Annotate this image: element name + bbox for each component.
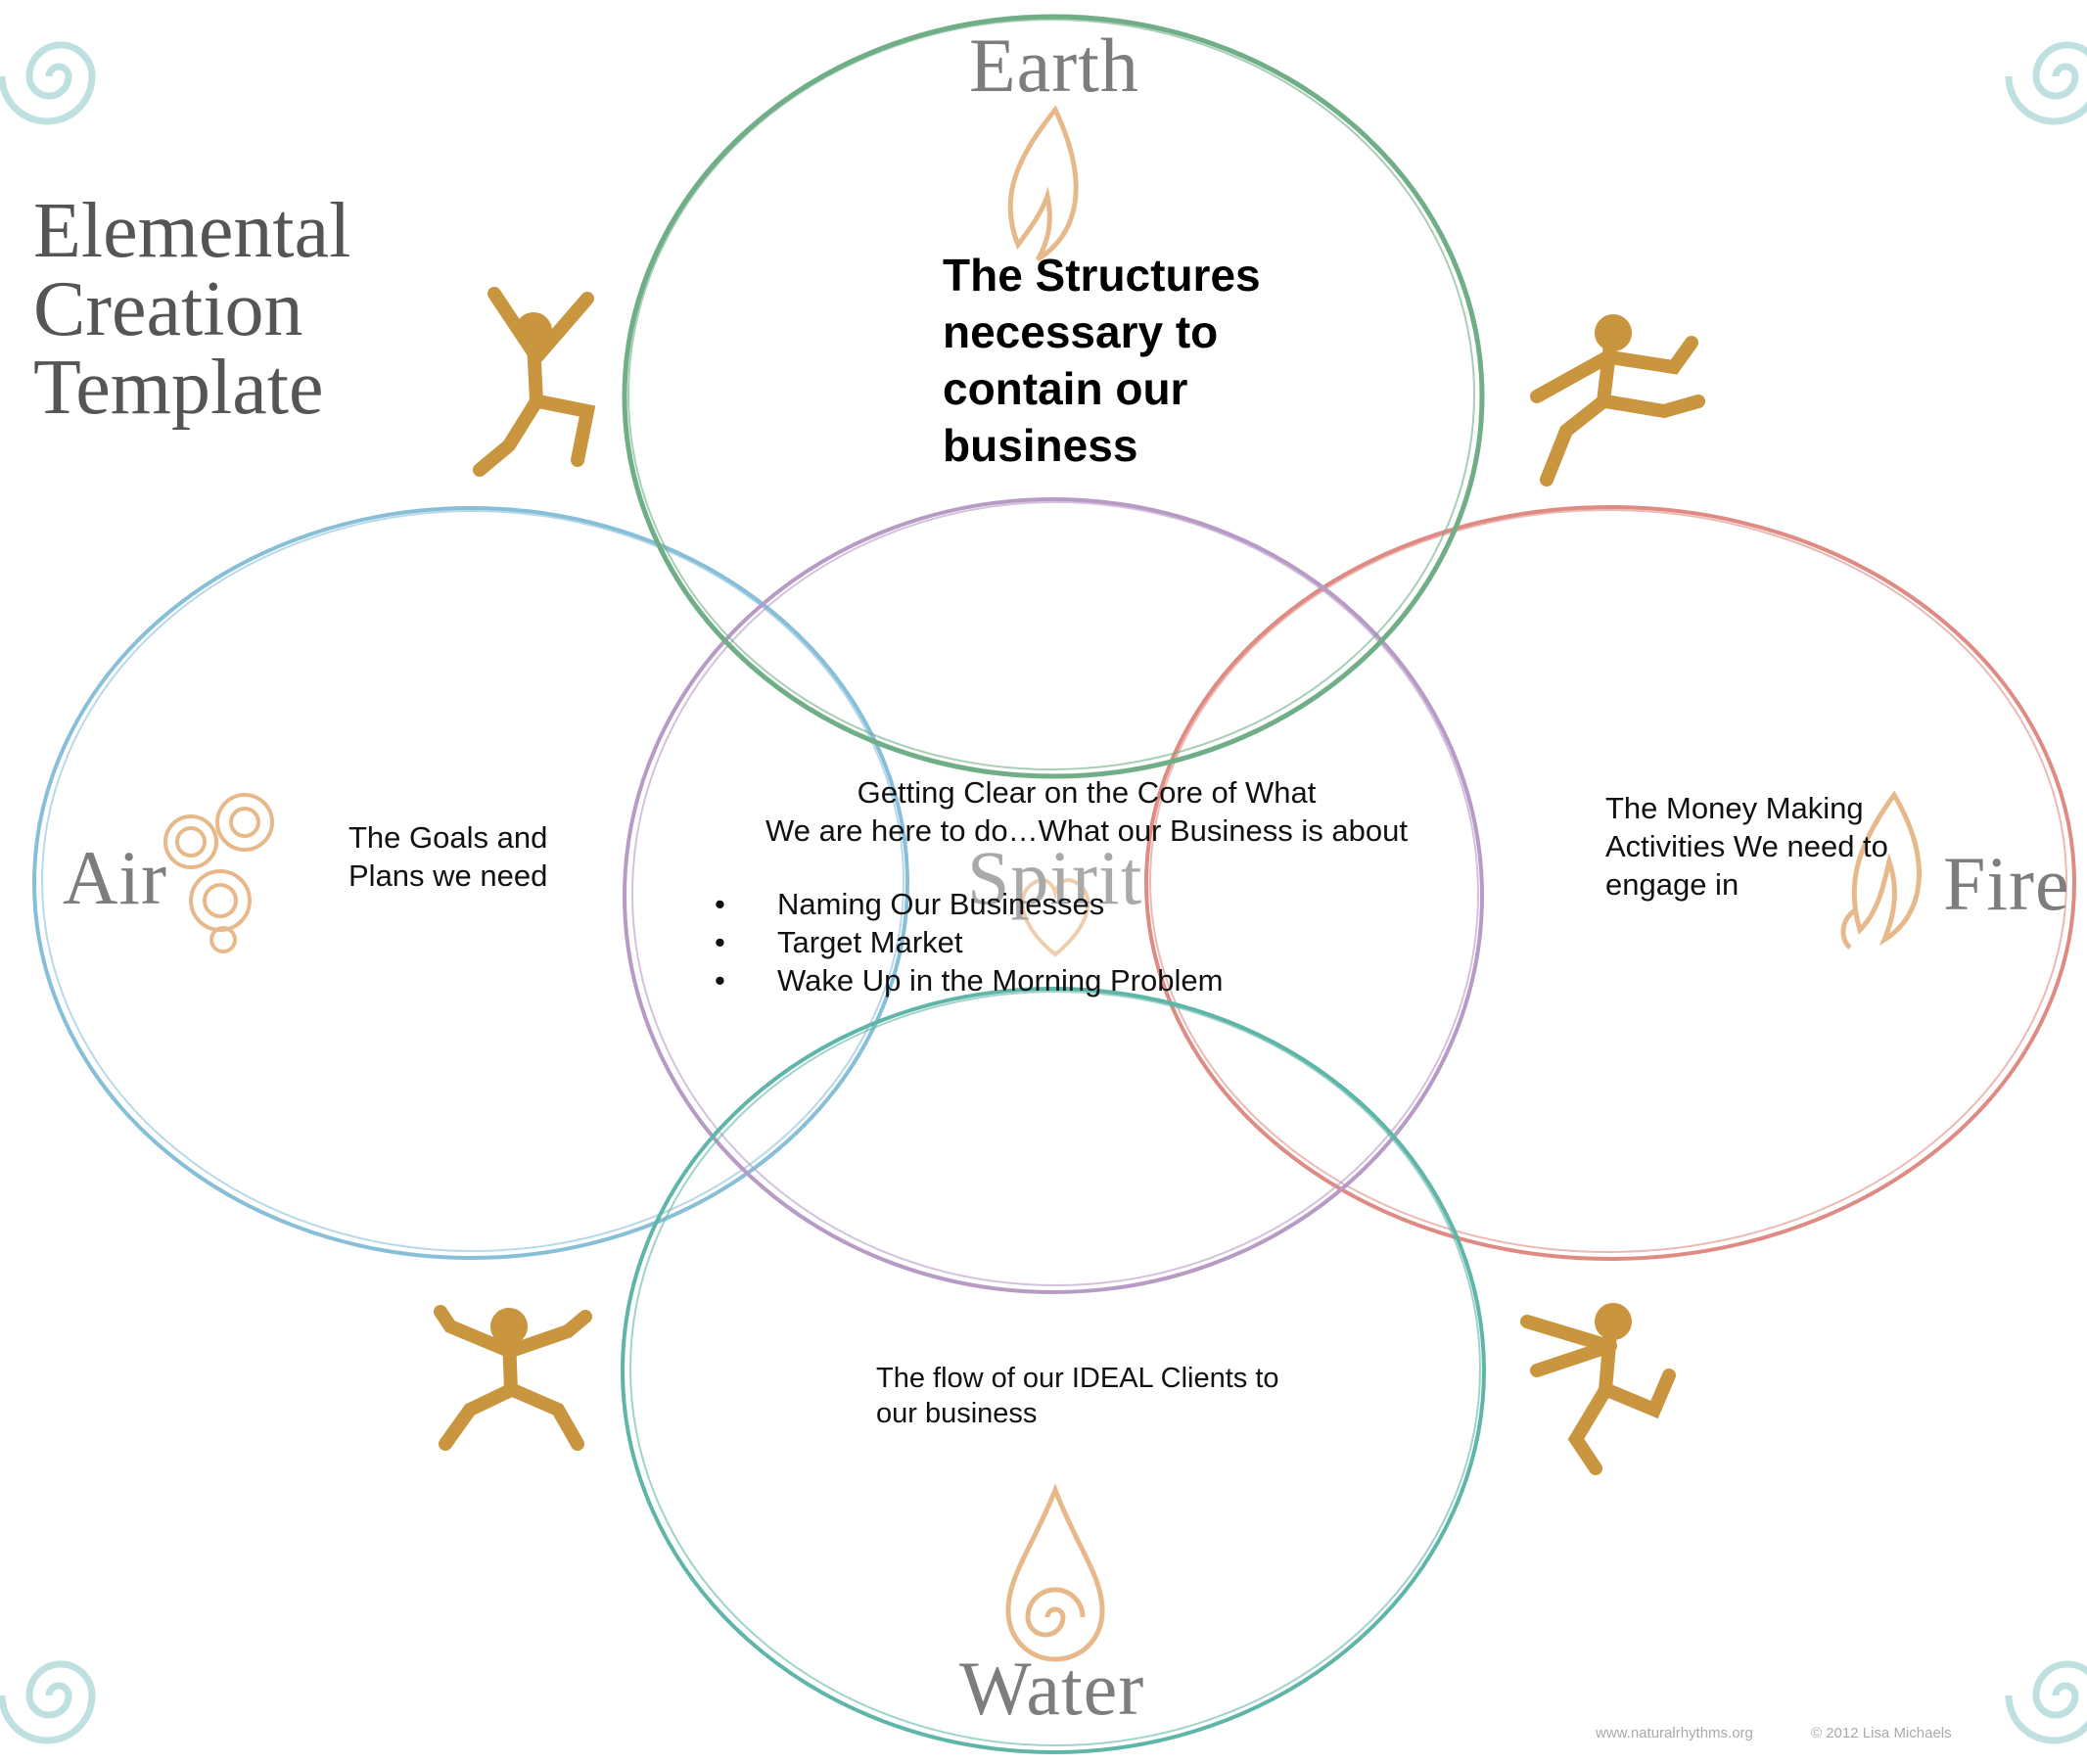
dancer-figure-top-left <box>473 287 596 477</box>
earth-label: Earth <box>969 23 1139 108</box>
air-ring <box>32 506 909 1260</box>
fire-description: The Money Making Activities We need to e… <box>1605 791 1888 902</box>
fire-flame-icon <box>1840 790 1922 950</box>
spiral-decoration-bottom-left <box>0 1660 96 1744</box>
dancer-figure-bottom-left <box>434 1305 592 1451</box>
spirit-heading-line-1: Getting Clear on the Core of What <box>857 775 1317 810</box>
dancer-figure-top-right <box>1530 314 1705 487</box>
footer-website: www.naturalrhythms.org <box>1596 1725 1753 1741</box>
dancer-figure-bottom-right <box>1520 1303 1676 1475</box>
air-swirl-icon <box>163 793 274 953</box>
list-item: Naming Our Businesses <box>715 885 1223 923</box>
footer-copyright: © 2012 Lisa Michaels <box>1811 1725 1952 1741</box>
fire-ring <box>1144 505 2076 1261</box>
air-description: The Goals and Plans we need <box>348 820 548 893</box>
earth-flame-icon <box>1007 105 1079 262</box>
fire-label: Fire <box>1943 841 2070 926</box>
spirit-heading: Getting Clear on the Core of What We are… <box>705 773 1468 850</box>
spiral-decoration-top-right <box>2005 41 2087 125</box>
air-label: Air <box>63 835 167 920</box>
earth-description: The Structures necessary to contain our … <box>943 250 1261 471</box>
list-item: Wake Up in the Morning Problem <box>715 961 1223 999</box>
earth-ring <box>622 14 1485 779</box>
spirit-bullet-list: Naming Our Businesses Target Market Wake… <box>715 885 1223 999</box>
spirit-ring <box>623 497 1484 1294</box>
spirit-heading-line-2: We are here to do…What our Business is a… <box>765 813 1408 848</box>
spiral-decoration-top-left <box>0 41 96 125</box>
water-description: The flow of our IDEAL Clients to our bus… <box>876 1363 1279 1429</box>
water-drop-icon <box>1005 1483 1105 1662</box>
water-label: Water <box>959 1646 1145 1731</box>
spiral-decoration-bottom-right <box>2005 1660 2087 1744</box>
list-item: Target Market <box>715 923 1223 961</box>
page-title: Elemental Creation Template <box>33 188 351 431</box>
